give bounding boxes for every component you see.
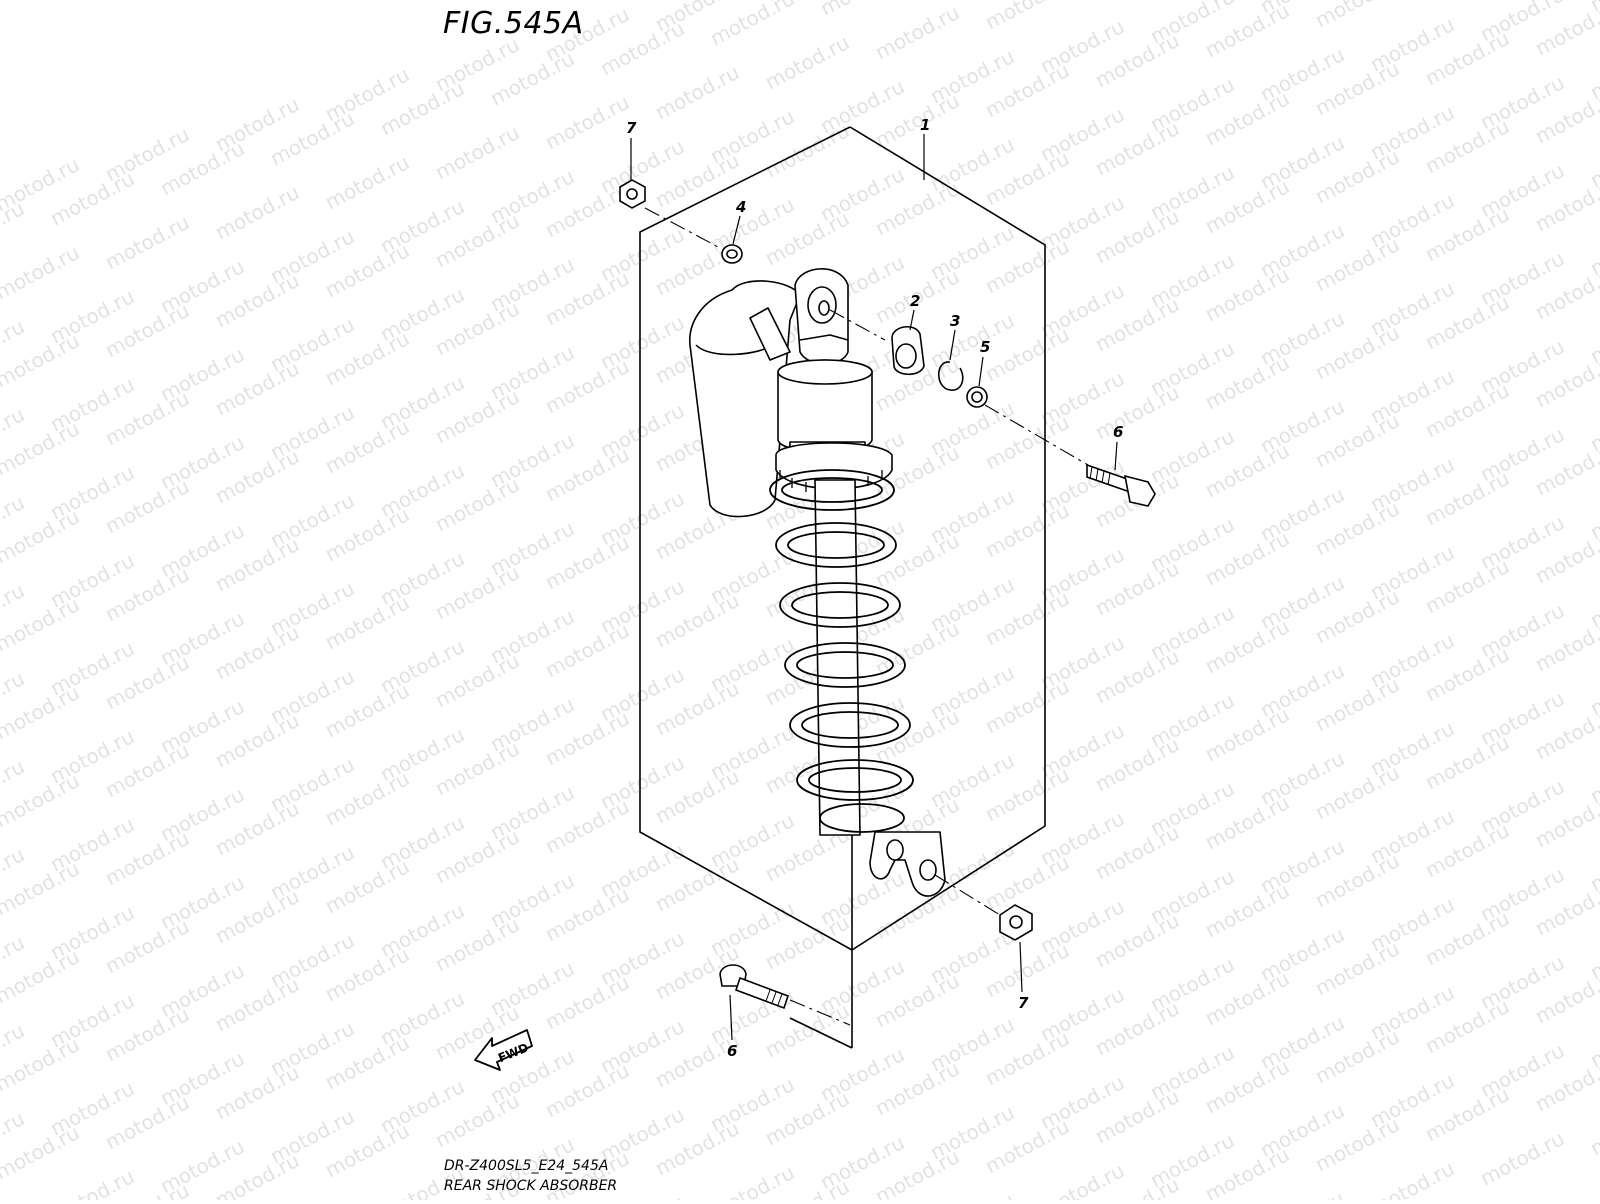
watermark-text: motod.ru xyxy=(46,1164,138,1200)
watermark-text: motod.ru xyxy=(431,120,523,184)
watermark-text: motod.ru xyxy=(1311,0,1403,32)
watermark-text: motod.ru xyxy=(651,60,743,124)
coil-spring xyxy=(769,469,914,833)
bolt-part-6-upper xyxy=(1086,463,1156,507)
small-parts xyxy=(619,179,1156,1010)
fwd-arrow-icon: FWD xyxy=(474,1029,533,1071)
part-group-name: REAR SHOCK ABSORBER xyxy=(444,1178,618,1194)
watermark-text: motod.ru xyxy=(266,1192,358,1200)
callout-4: 4 xyxy=(735,198,746,216)
watermark-text: motod.ru xyxy=(816,0,908,20)
watermark-text: motod.ru xyxy=(761,30,853,94)
watermark-text: motod.ru xyxy=(1586,1096,1600,1160)
watermark-text: motod.ru xyxy=(541,90,633,154)
callout-6-lower: 6 xyxy=(727,1042,737,1060)
centerlines xyxy=(644,207,1089,1026)
model-code: DR-Z400SL5_E24_545A xyxy=(444,1158,609,1174)
watermark-text: motod.ru xyxy=(981,0,1073,34)
watermark-text: motod.ru xyxy=(1366,1156,1458,1200)
watermark-text: motod.ru xyxy=(101,210,193,274)
washer-part-4 xyxy=(721,244,743,264)
shock-absorber xyxy=(689,268,946,897)
watermark-text: motod.ru xyxy=(1091,0,1183,4)
nut-part-7-top xyxy=(619,179,646,209)
bolt-part-6-lower xyxy=(719,964,790,1010)
circlip-part-3 xyxy=(937,361,964,391)
watermark-text: motod.ru xyxy=(1256,1186,1348,1200)
assembly-box xyxy=(639,126,1046,1049)
leader-lines xyxy=(630,134,1118,1041)
washer-part-5 xyxy=(966,386,988,408)
watermark-text: motod.ru xyxy=(1476,1126,1568,1190)
callout-2: 2 xyxy=(910,292,920,310)
callout-7-bottom: 7 xyxy=(1018,994,1029,1012)
callout-3: 3 xyxy=(950,312,960,330)
watermark-text: motod.ru xyxy=(0,196,28,260)
watermark-text: motod.ru xyxy=(0,240,83,304)
watermark-text: motod.ru xyxy=(926,1188,1018,1200)
callout-1: 1 xyxy=(920,116,930,134)
callout-7-top: 7 xyxy=(626,119,637,137)
callout-labels: 7 4 1 2 3 5 6 7 6 xyxy=(626,116,1123,1060)
bushing-part-2 xyxy=(891,326,925,376)
watermark-text: motod.ru xyxy=(1036,1158,1128,1200)
watermark-text: motod.ru xyxy=(211,180,303,244)
watermark-text: motod.ru xyxy=(706,0,798,50)
watermark-text: motod.ru xyxy=(321,150,413,214)
callout-5: 5 xyxy=(980,338,990,356)
figure-title: FIG.545A xyxy=(443,6,584,41)
callout-6-upper: 6 xyxy=(1113,423,1123,441)
watermark-text: motod.ru xyxy=(706,1160,798,1200)
nut-part-7-bottom xyxy=(999,904,1033,941)
watermark-text: motod.ru xyxy=(0,1194,28,1200)
watermark-text: motod.ru xyxy=(871,0,963,64)
watermark-text: motod.ru xyxy=(1421,0,1513,2)
